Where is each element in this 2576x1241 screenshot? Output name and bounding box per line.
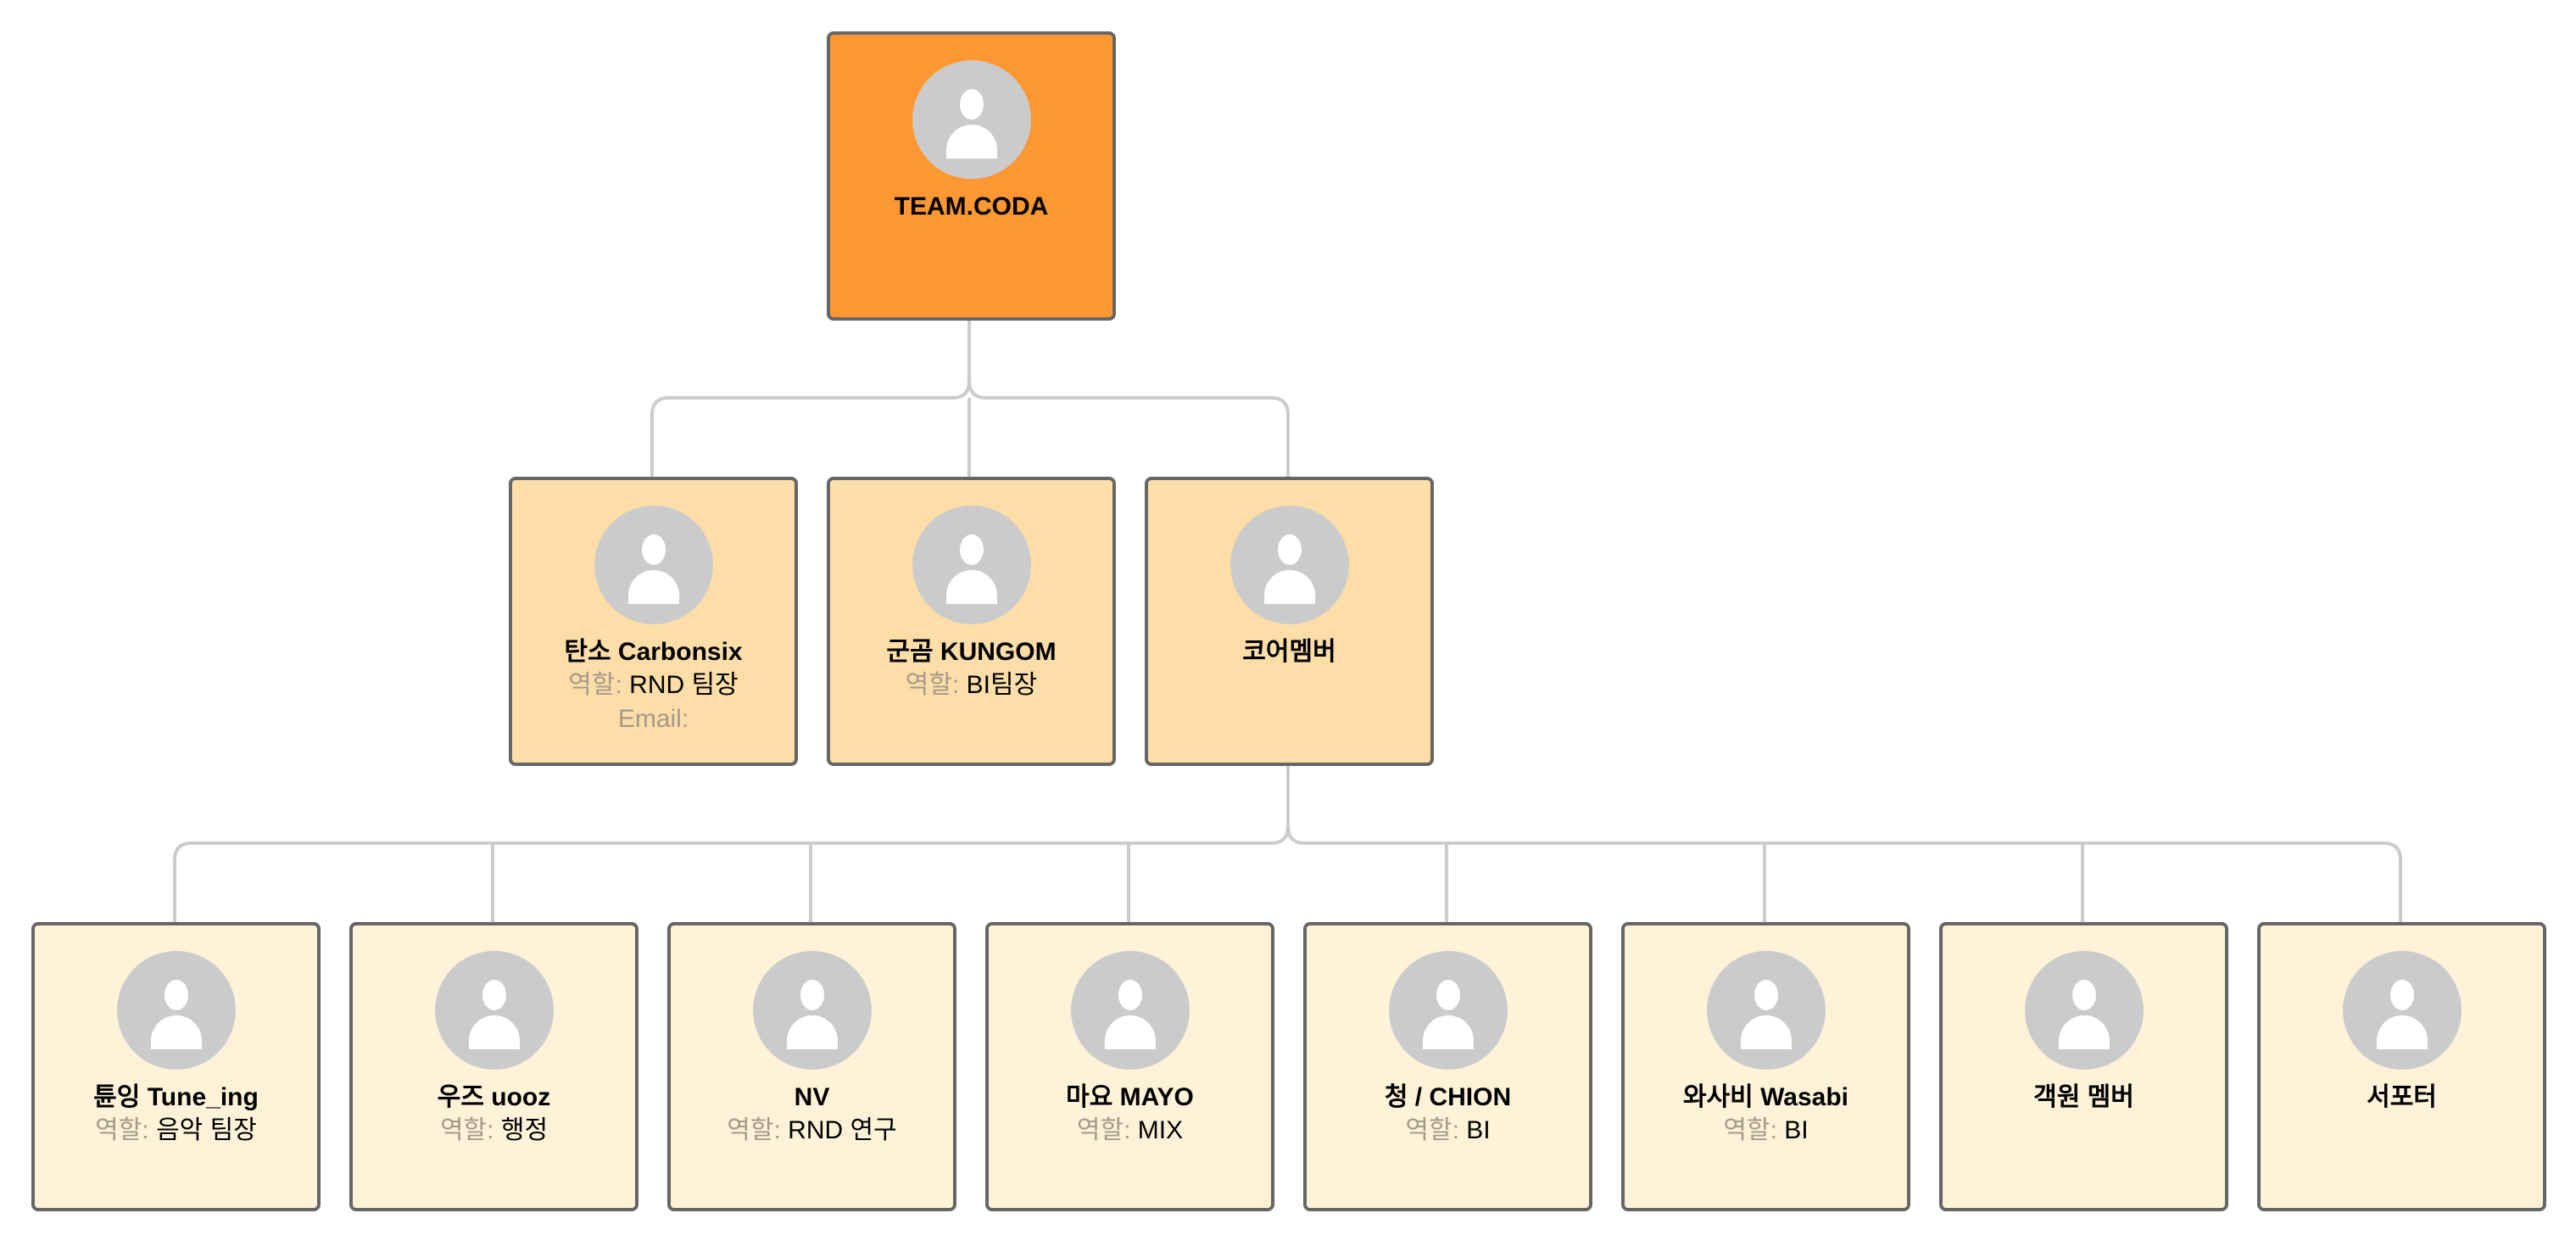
avatar-icon — [2342, 951, 2462, 1070]
role-label: 역할: — [95, 1116, 149, 1144]
role-label: 역할: — [439, 1116, 494, 1144]
role-label: 역할: — [1723, 1116, 1777, 1144]
org-node-member[interactable]: 청 / CHION 역할: BI — [1303, 922, 1592, 1211]
connector-root — [650, 317, 1290, 477]
role-value: 행정 — [500, 1116, 549, 1144]
avatar-icon — [1229, 506, 1349, 624]
role-value: RND 팀장 — [629, 671, 739, 699]
role-value: BI — [1784, 1116, 1809, 1144]
role-value: BI — [1466, 1116, 1491, 1144]
avatar-icon — [1706, 951, 1826, 1070]
role-value: BI팀장 — [966, 671, 1038, 699]
avatar-icon — [1070, 951, 1190, 1070]
node-name: NV — [794, 1083, 830, 1111]
avatar-icon — [2024, 951, 2144, 1070]
org-node-kungom[interactable]: 군곰 KUNGOM 역할: BI팀장 — [827, 477, 1116, 766]
role-label: 역할: — [568, 671, 622, 699]
org-node-member[interactable]: 와사비 Wasabi 역할: BI — [1621, 922, 1910, 1211]
connector-core — [173, 763, 2402, 922]
role-label: 역할: — [905, 671, 960, 699]
org-node-member[interactable]: NV 역할: RND 연구 — [667, 922, 956, 1211]
org-node-member[interactable]: 서포터 — [2257, 922, 2546, 1211]
node-name: 와사비 Wasabi — [1682, 1083, 1849, 1111]
avatar-icon — [116, 951, 236, 1070]
node-name: 청 / CHION — [1384, 1083, 1512, 1111]
role-label: 역할: — [1405, 1116, 1459, 1144]
avatar-icon — [752, 951, 872, 1070]
org-node-carbonsix[interactable]: 탄소 Carbonsix 역할: RND 팀장 Email: — [509, 477, 798, 766]
node-name: 객원 멤버 — [2033, 1083, 2134, 1111]
avatar-icon — [434, 951, 554, 1070]
node-name: 마요 MAYO — [1066, 1083, 1194, 1111]
avatar-icon — [594, 506, 713, 624]
node-name: 서포터 — [2367, 1083, 2437, 1111]
node-name: 코어멤버 — [1242, 638, 1336, 666]
avatar-icon — [912, 506, 1031, 624]
email-label: Email: — [617, 705, 689, 733]
role-value: MIX — [1137, 1116, 1184, 1144]
org-node-member[interactable]: 마요 MAYO 역할: MIX — [985, 922, 1274, 1211]
avatar-icon — [1388, 951, 1508, 1070]
node-name: 우즈 uooz — [437, 1083, 551, 1111]
org-node-member[interactable]: 객원 멤버 — [1939, 922, 2228, 1211]
avatar-icon — [912, 60, 1031, 179]
role-value: RND 연구 — [788, 1116, 897, 1144]
node-name: 탄소 Carbonsix — [564, 638, 743, 666]
role-label: 역할: — [1076, 1116, 1131, 1144]
node-name: TEAM.CODA — [894, 193, 1049, 221]
org-node-member[interactable]: 튠잉 Tune_ing 역할: 음악 팀장 — [31, 922, 321, 1211]
role-value: 음악 팀장 — [156, 1116, 257, 1144]
node-name: 군곰 KUNGOM — [886, 638, 1057, 666]
node-name: 튠잉 Tune_ing — [93, 1083, 259, 1111]
org-node-team-coda[interactable]: TEAM.CODA — [827, 31, 1116, 321]
role-label: 역할: — [727, 1116, 781, 1144]
org-node-member[interactable]: 우즈 uooz 역할: 행정 — [349, 922, 638, 1211]
org-node-core-members[interactable]: 코어멤버 — [1145, 477, 1434, 766]
